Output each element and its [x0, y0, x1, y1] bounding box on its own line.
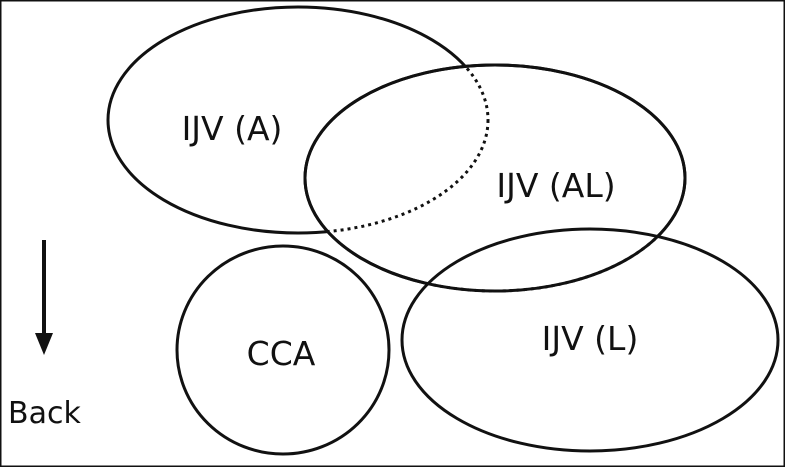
- ijv-l-ellipse: [400, 227, 780, 453]
- ijv-a-label: IJV (A): [182, 109, 283, 148]
- ijv-a-ellipse-dotted: [305, 65, 490, 235]
- cca-circle: [175, 244, 391, 456]
- back-direction-label: Back: [8, 396, 81, 431]
- ijv-al-label: IJV (AL): [496, 166, 615, 205]
- ijv-al-ellipse-solid: [303, 63, 687, 293]
- cca-label: CCA: [247, 334, 316, 373]
- back-arrow-icon: [35, 240, 53, 355]
- ijv-l-label: IJV (L): [542, 319, 639, 358]
- ijv-a-ellipse-solid: [106, 5, 490, 235]
